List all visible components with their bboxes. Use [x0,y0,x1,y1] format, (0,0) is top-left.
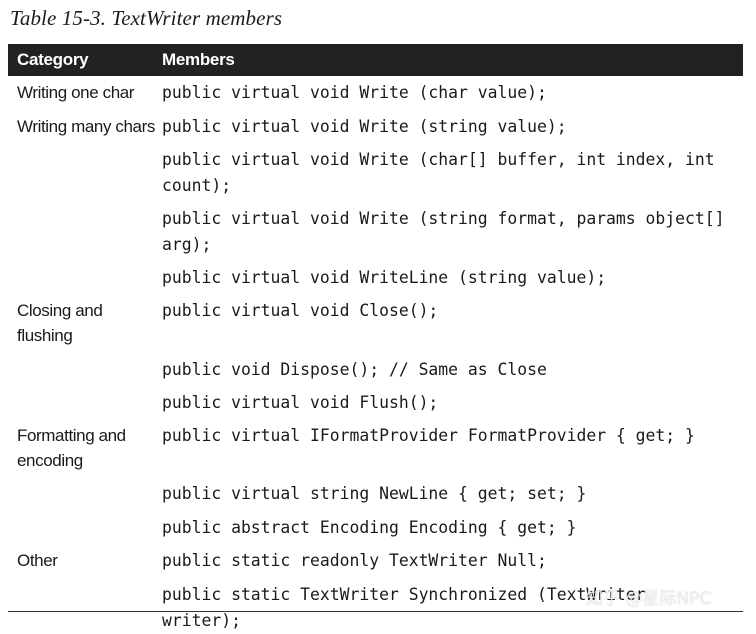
member-cell: public static readonly TextWriter Null; [162,551,547,570]
header-category: Category [17,50,89,69]
table-bottom-rule [8,611,743,612]
header-members: Members [162,50,235,69]
table-caption: Table 15-3. TextWriter members [10,6,283,30]
member-cell: public virtual void WriteLine (string va… [162,268,607,287]
category-cell: Writing one char [17,83,135,102]
member-cell: public virtual void Write (char[] buffer… [162,150,725,195]
member-cell: public virtual void Write (string format… [162,209,735,254]
member-cell: public void Dispose(); // Same as Close [162,360,547,379]
member-cell: public static TextWriter Synchronized (T… [162,585,656,630]
member-cell: public virtual void Flush(); [162,393,439,412]
watermark: 知乎 @星际NPC [586,589,712,609]
table-header: Category Members [8,44,743,76]
member-cell: public virtual IFormatProvider FormatPro… [162,426,695,445]
category-cell: Formatting and encoding [17,426,126,470]
member-cell: public virtual void Close(); [162,301,439,320]
members-table: Category Members Writing one char public… [8,44,743,630]
member-cell: public abstract Encoding Encoding { get;… [162,518,577,537]
category-cell: Writing many chars [17,117,155,136]
member-cell: public virtual void Write (char value); [162,83,547,102]
category-cell: Other [17,551,58,570]
member-cell: public virtual string NewLine { get; set… [162,484,587,503]
category-cell: Closing and flushing [17,301,103,345]
member-cell: public virtual void Write (string value)… [162,117,567,136]
